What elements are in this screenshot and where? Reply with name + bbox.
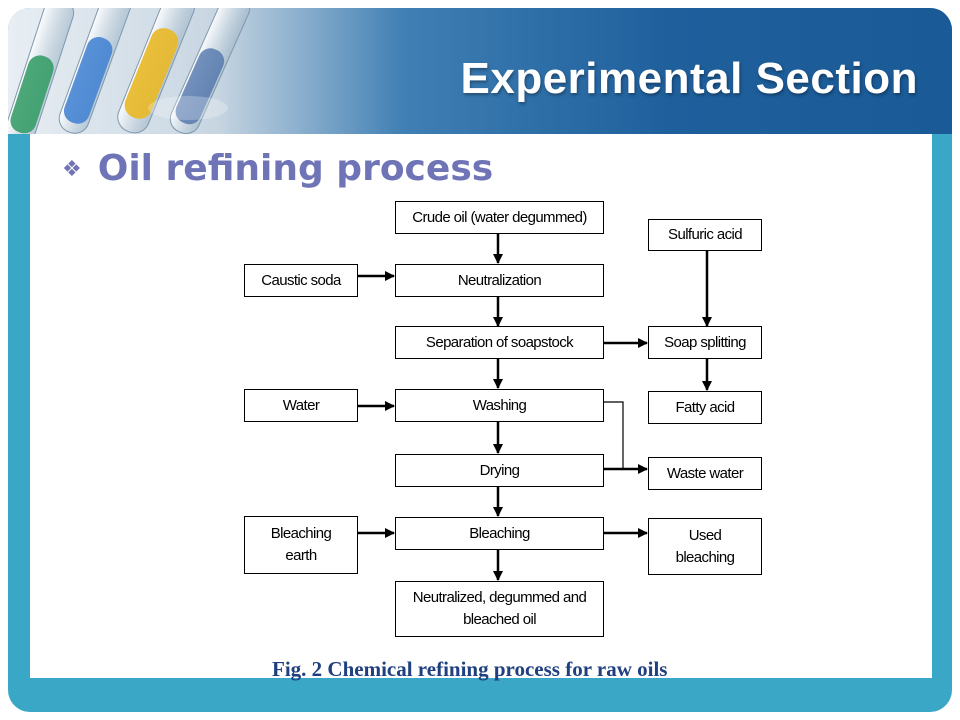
node-crude-oil: Crude oil (water degummed) (395, 201, 604, 234)
node-used-bleaching: Used bleaching (648, 518, 762, 575)
node-bleaching: Bleaching (395, 517, 604, 550)
header-banner: Experimental Section (8, 8, 952, 134)
slide-title: Experimental Section (460, 54, 918, 103)
washing-to-waste-water-connector (604, 401, 624, 469)
node-fatty-acid: Fatty acid (648, 391, 762, 424)
node-caustic-soda: Caustic soda (244, 264, 358, 297)
node-waste-water: Waste water (648, 457, 762, 490)
node-water: Water (244, 389, 358, 422)
bullet-item: ❖ Oil refining process (62, 148, 493, 189)
node-drying: Drying (395, 454, 604, 487)
node-neutralization: Neutralization (395, 264, 604, 297)
node-bleaching-earth: Bleaching earth (244, 516, 358, 574)
node-final-oil: Neutralized, degummed and bleached oil (395, 581, 604, 637)
figure-caption: Fig. 2 Chemical refining process for raw… (272, 657, 668, 681)
diamond-bullet-icon: ❖ (62, 155, 82, 181)
test-tubes-image (8, 8, 251, 134)
node-sulfuric-acid: Sulfuric acid (648, 219, 762, 251)
node-separation-of-soapstock: Separation of soapstock (395, 326, 604, 359)
bullet-text: Oil refining process (97, 148, 494, 189)
node-washing: Washing (395, 389, 604, 422)
node-soap-splitting: Soap splitting (648, 326, 762, 359)
